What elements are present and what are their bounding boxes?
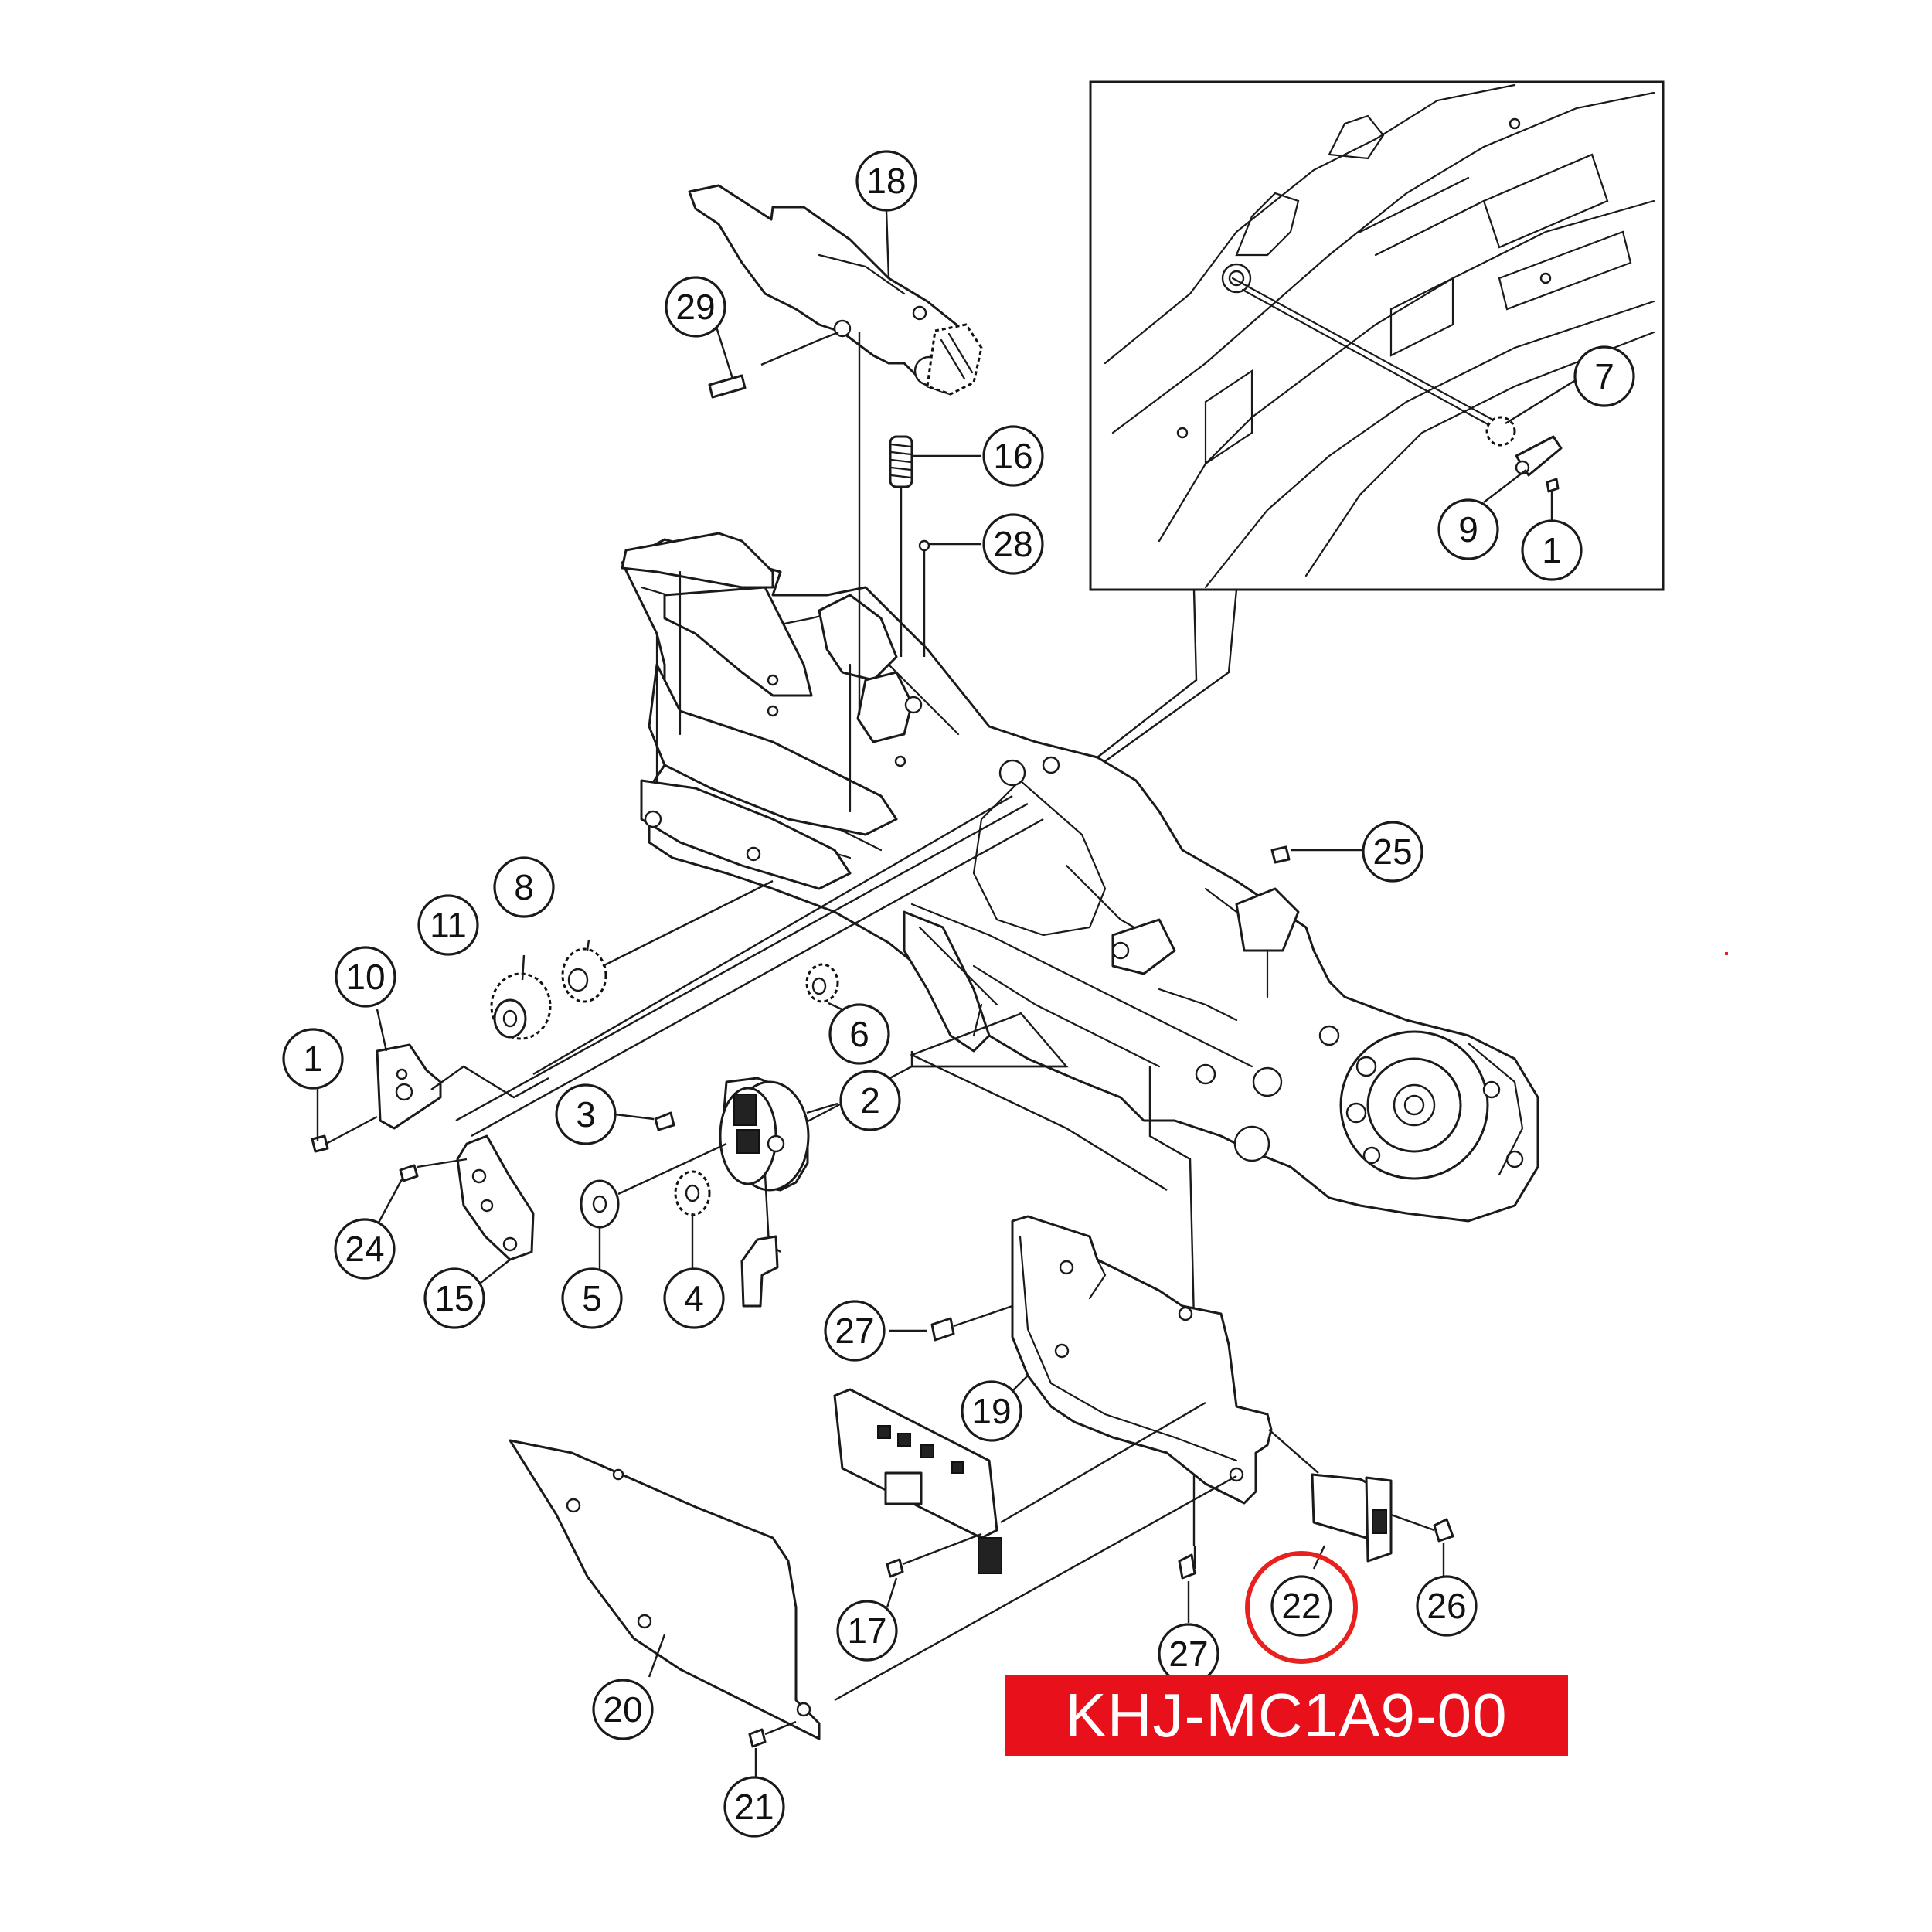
gear-5: [580, 1179, 620, 1229]
callout-28: 28: [982, 513, 1044, 575]
svg-text:27: 27: [1168, 1634, 1208, 1674]
svg-text:3: 3: [576, 1094, 596, 1134]
pin: [708, 374, 747, 399]
callout-27-lower: 27: [1158, 1623, 1219, 1685]
callout-27-upper: 27: [824, 1300, 886, 1362]
svg-text:26: 26: [1427, 1586, 1466, 1626]
callout-16: 16: [982, 425, 1044, 487]
callout-9: 9: [1437, 498, 1499, 560]
connector: [740, 1235, 779, 1308]
svg-text:28: 28: [993, 524, 1032, 564]
svg-text:8: 8: [514, 867, 534, 907]
circuit-board: [833, 1388, 1002, 1574]
svg-text:15: 15: [434, 1278, 474, 1318]
callout-7: 7: [1573, 345, 1635, 407]
connector-block: [1311, 1473, 1393, 1563]
svg-text:18: 18: [866, 161, 906, 201]
svg-text:10: 10: [345, 957, 385, 997]
screw: [399, 1164, 419, 1182]
screw: [1433, 1518, 1454, 1543]
bracket-10: [376, 1043, 442, 1130]
callout-24: 24: [334, 1218, 396, 1280]
screw: [311, 1134, 329, 1153]
screw: [1178, 1553, 1196, 1580]
main-frame: [455, 532, 1539, 1569]
motor-2: [719, 1077, 810, 1192]
callout-22: 22: [1270, 1575, 1332, 1637]
gear-8: [561, 947, 607, 1003]
callout-11: 11: [417, 894, 479, 956]
svg-text:19: 19: [971, 1391, 1011, 1431]
callout-3: 3: [555, 1083, 617, 1145]
bracket-19: [1011, 1215, 1273, 1505]
callout-17: 17: [836, 1600, 898, 1662]
callout-15: 15: [423, 1267, 485, 1329]
svg-text:11: 11: [430, 905, 467, 945]
callout-29: 29: [665, 276, 726, 338]
callout-4: 4: [663, 1267, 725, 1329]
highlight-circle: [1245, 1551, 1358, 1664]
screw: [886, 1558, 904, 1578]
screw: [748, 1728, 767, 1748]
svg-text:1: 1: [1542, 530, 1562, 570]
callout-6: 6: [828, 1003, 890, 1065]
callout-18: 18: [855, 150, 917, 212]
svg-text:1: 1: [303, 1039, 323, 1079]
gear-icon: [1485, 416, 1516, 447]
svg-text:21: 21: [734, 1787, 774, 1827]
callout-20: 20: [592, 1679, 654, 1740]
svg-text:9: 9: [1458, 509, 1478, 549]
part-number-label: KHJ-MC1A9-00: [1065, 1681, 1508, 1750]
screw: [654, 1111, 675, 1131]
svg-text:29: 29: [675, 287, 715, 327]
svg-text:2: 2: [860, 1080, 880, 1121]
screw: [930, 1317, 955, 1342]
callout-1: 1: [282, 1028, 344, 1090]
screw: [1270, 845, 1291, 864]
svg-text:25: 25: [1372, 832, 1412, 872]
part-number-banner: KHJ-MC1A9-00: [1005, 1675, 1568, 1756]
svg-text:22: 22: [1281, 1586, 1321, 1626]
callout-5: 5: [561, 1267, 623, 1329]
detail-inset: [1089, 80, 1665, 762]
gear-6: [805, 963, 839, 1003]
ball: [918, 539, 930, 552]
callout-bubbles: 18 29 16 28 7 9 1 25 8 11 10 1 6 3 2 24 …: [282, 150, 1635, 1838]
svg-text:5: 5: [582, 1278, 602, 1318]
svg-text:27: 27: [835, 1311, 874, 1351]
svg-text:17: 17: [847, 1611, 886, 1651]
svg-text:7: 7: [1594, 356, 1614, 396]
callout-8: 8: [493, 856, 555, 918]
gear-11: [490, 972, 552, 1040]
svg-text:16: 16: [993, 436, 1032, 476]
callout-21: 21: [723, 1776, 785, 1838]
callout-10: 10: [335, 946, 396, 1008]
callout-1-inset: 1: [1521, 519, 1583, 581]
red-dot-mark: [1725, 952, 1728, 955]
callout-26: 26: [1416, 1575, 1478, 1637]
callout-19: 19: [961, 1380, 1022, 1442]
callout-2: 2: [839, 1070, 901, 1131]
lever-arm: [688, 184, 983, 396]
spring: [889, 435, 913, 488]
gear-4: [674, 1170, 711, 1216]
svg-text:4: 4: [684, 1278, 704, 1318]
cover-plate: [509, 1439, 821, 1740]
callout-25: 25: [1362, 821, 1423, 883]
svg-text:20: 20: [603, 1689, 642, 1730]
plate-15: [456, 1134, 535, 1261]
svg-text:24: 24: [345, 1229, 384, 1269]
svg-text:6: 6: [849, 1014, 869, 1054]
